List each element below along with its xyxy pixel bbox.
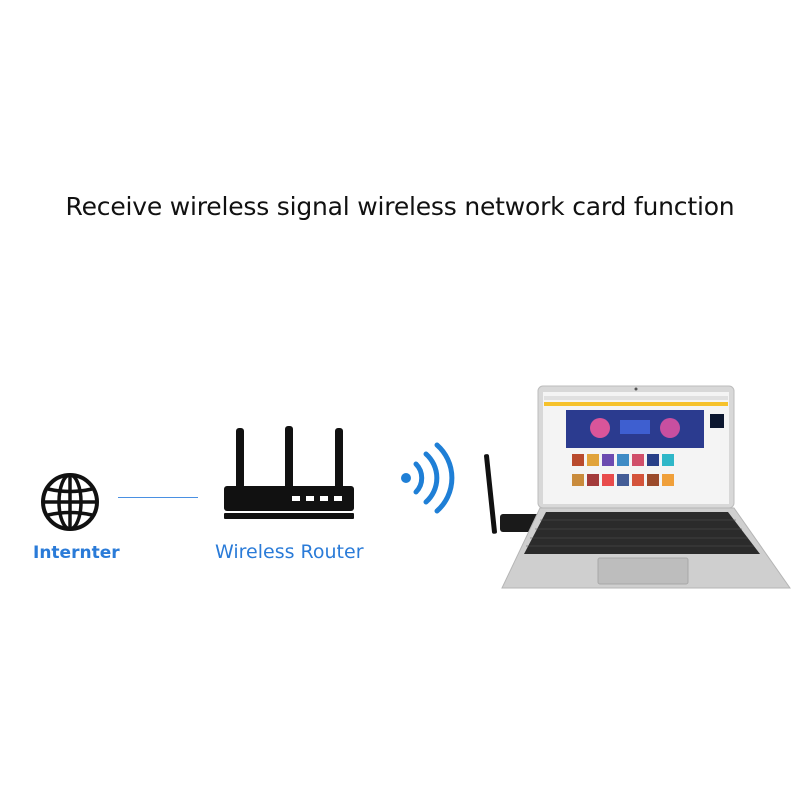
- wifi-signal-icon: [401, 442, 455, 514]
- wireless-router-icon: [224, 426, 354, 519]
- internet-label: Internter: [33, 543, 120, 563]
- laptop-with-usb-wifi-adapter: [484, 385, 791, 589]
- router-label: Wireless Router: [215, 541, 364, 563]
- connector-line: [118, 497, 198, 498]
- globe-icon: [41, 473, 99, 531]
- page-title: Receive wireless signal wireless network…: [65, 192, 735, 221]
